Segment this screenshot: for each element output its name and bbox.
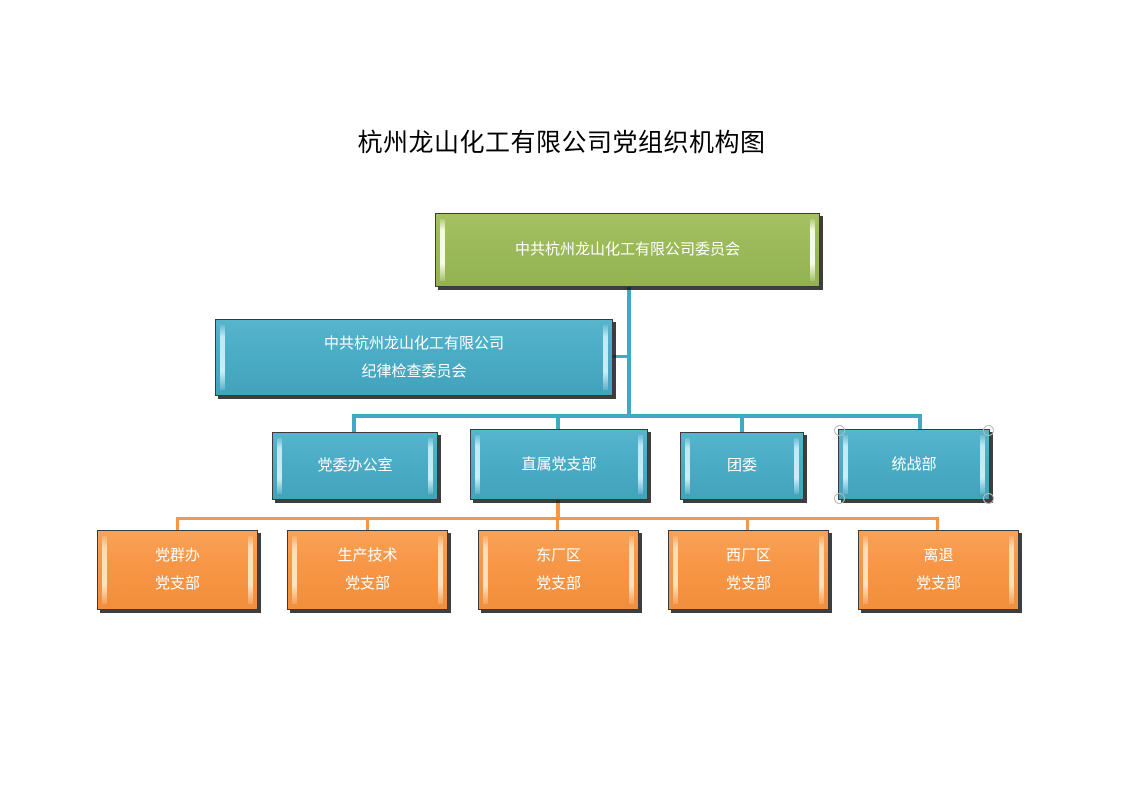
connector-departments-bar xyxy=(352,414,922,418)
node-branch-production-technology[interactable]: 生产技术 党支部 xyxy=(287,530,448,610)
node-party-committee-label: 中共杭州龙山化工有限公司委员会 xyxy=(514,240,740,259)
branch-1-line-2: 党支部 xyxy=(344,574,390,592)
node-branch-dangqunban[interactable]: 党群办 党支部 xyxy=(97,530,258,610)
node-united-front[interactable]: 统战部 xyxy=(834,425,994,504)
connector-drop-united-front xyxy=(918,414,922,433)
branch-4-line-2: 党支部 xyxy=(915,574,961,592)
branch-2-line-2: 党支部 xyxy=(535,574,581,592)
node-party-office-label: 党委办公室 xyxy=(317,456,393,475)
selection-handle-bottom-right[interactable] xyxy=(983,493,994,504)
connector-drop-direct-branch xyxy=(556,414,560,433)
connector-drop-office xyxy=(352,414,356,433)
discipline-line-2: 纪律检查委员会 xyxy=(361,361,467,380)
node-branch-retired[interactable]: 离退 党支部 xyxy=(858,530,1019,610)
connector-drop-production xyxy=(366,517,369,531)
connector-drop-retired xyxy=(936,517,939,531)
connector-drop-east xyxy=(556,517,559,531)
node-discipline-committee[interactable]: 中共杭州龙山化工有限公司 纪律检查委员会 xyxy=(215,319,613,396)
connector-direct-branch-trunk xyxy=(556,500,560,520)
connector-root-trunk xyxy=(627,287,631,417)
node-party-office[interactable]: 党委办公室 xyxy=(272,432,438,500)
connector-drop-west xyxy=(746,517,749,531)
node-branch-retired-label: 离退 党支部 xyxy=(906,542,971,598)
selection-handle-bottom-left[interactable] xyxy=(834,493,845,504)
node-branch-production-technology-label: 生产技术 党支部 xyxy=(327,542,407,598)
branch-3-line-2: 党支部 xyxy=(725,574,771,592)
node-discipline-committee-label: 中共杭州龙山化工有限公司 纪律检查委员会 xyxy=(314,330,514,386)
branch-0-line-1: 党群办 xyxy=(154,546,200,565)
node-united-front-label: 统战部 xyxy=(891,454,937,473)
connector-root-to-discipline xyxy=(612,355,631,358)
branch-1-line-1: 生产技术 xyxy=(337,546,398,565)
branch-3-line-1: 西厂区 xyxy=(725,546,771,565)
selection-handle-top-left[interactable] xyxy=(834,425,845,436)
node-branch-dangqunban-label: 党群办 党支部 xyxy=(145,542,210,598)
node-direct-party-branch-label: 直属党支部 xyxy=(521,454,597,473)
branch-2-line-1: 东厂区 xyxy=(535,546,581,565)
node-branch-west-plant[interactable]: 西厂区 党支部 xyxy=(668,530,829,610)
node-direct-party-branch[interactable]: 直属党支部 xyxy=(470,429,648,500)
node-branch-east-plant[interactable]: 东厂区 党支部 xyxy=(478,530,639,610)
selection-handle-top-right[interactable] xyxy=(983,425,994,436)
node-branch-east-plant-label: 东厂区 党支部 xyxy=(526,542,591,598)
branch-0-line-2: 党支部 xyxy=(154,574,200,592)
branch-4-line-1: 离退 xyxy=(923,546,954,565)
node-youth-league[interactable]: 团委 xyxy=(680,432,804,500)
connector-drop-dangqunban xyxy=(176,517,179,531)
node-branch-west-plant-label: 西厂区 党支部 xyxy=(716,542,781,598)
discipline-line-1: 中共杭州龙山化工有限公司 xyxy=(323,333,504,352)
node-party-committee[interactable]: 中共杭州龙山化工有限公司委员会 xyxy=(435,213,820,287)
connector-drop-youth-league xyxy=(740,414,744,433)
node-youth-league-label: 团委 xyxy=(726,456,757,475)
page-title: 杭州龙山化工有限公司党组织机构图 xyxy=(357,128,766,157)
